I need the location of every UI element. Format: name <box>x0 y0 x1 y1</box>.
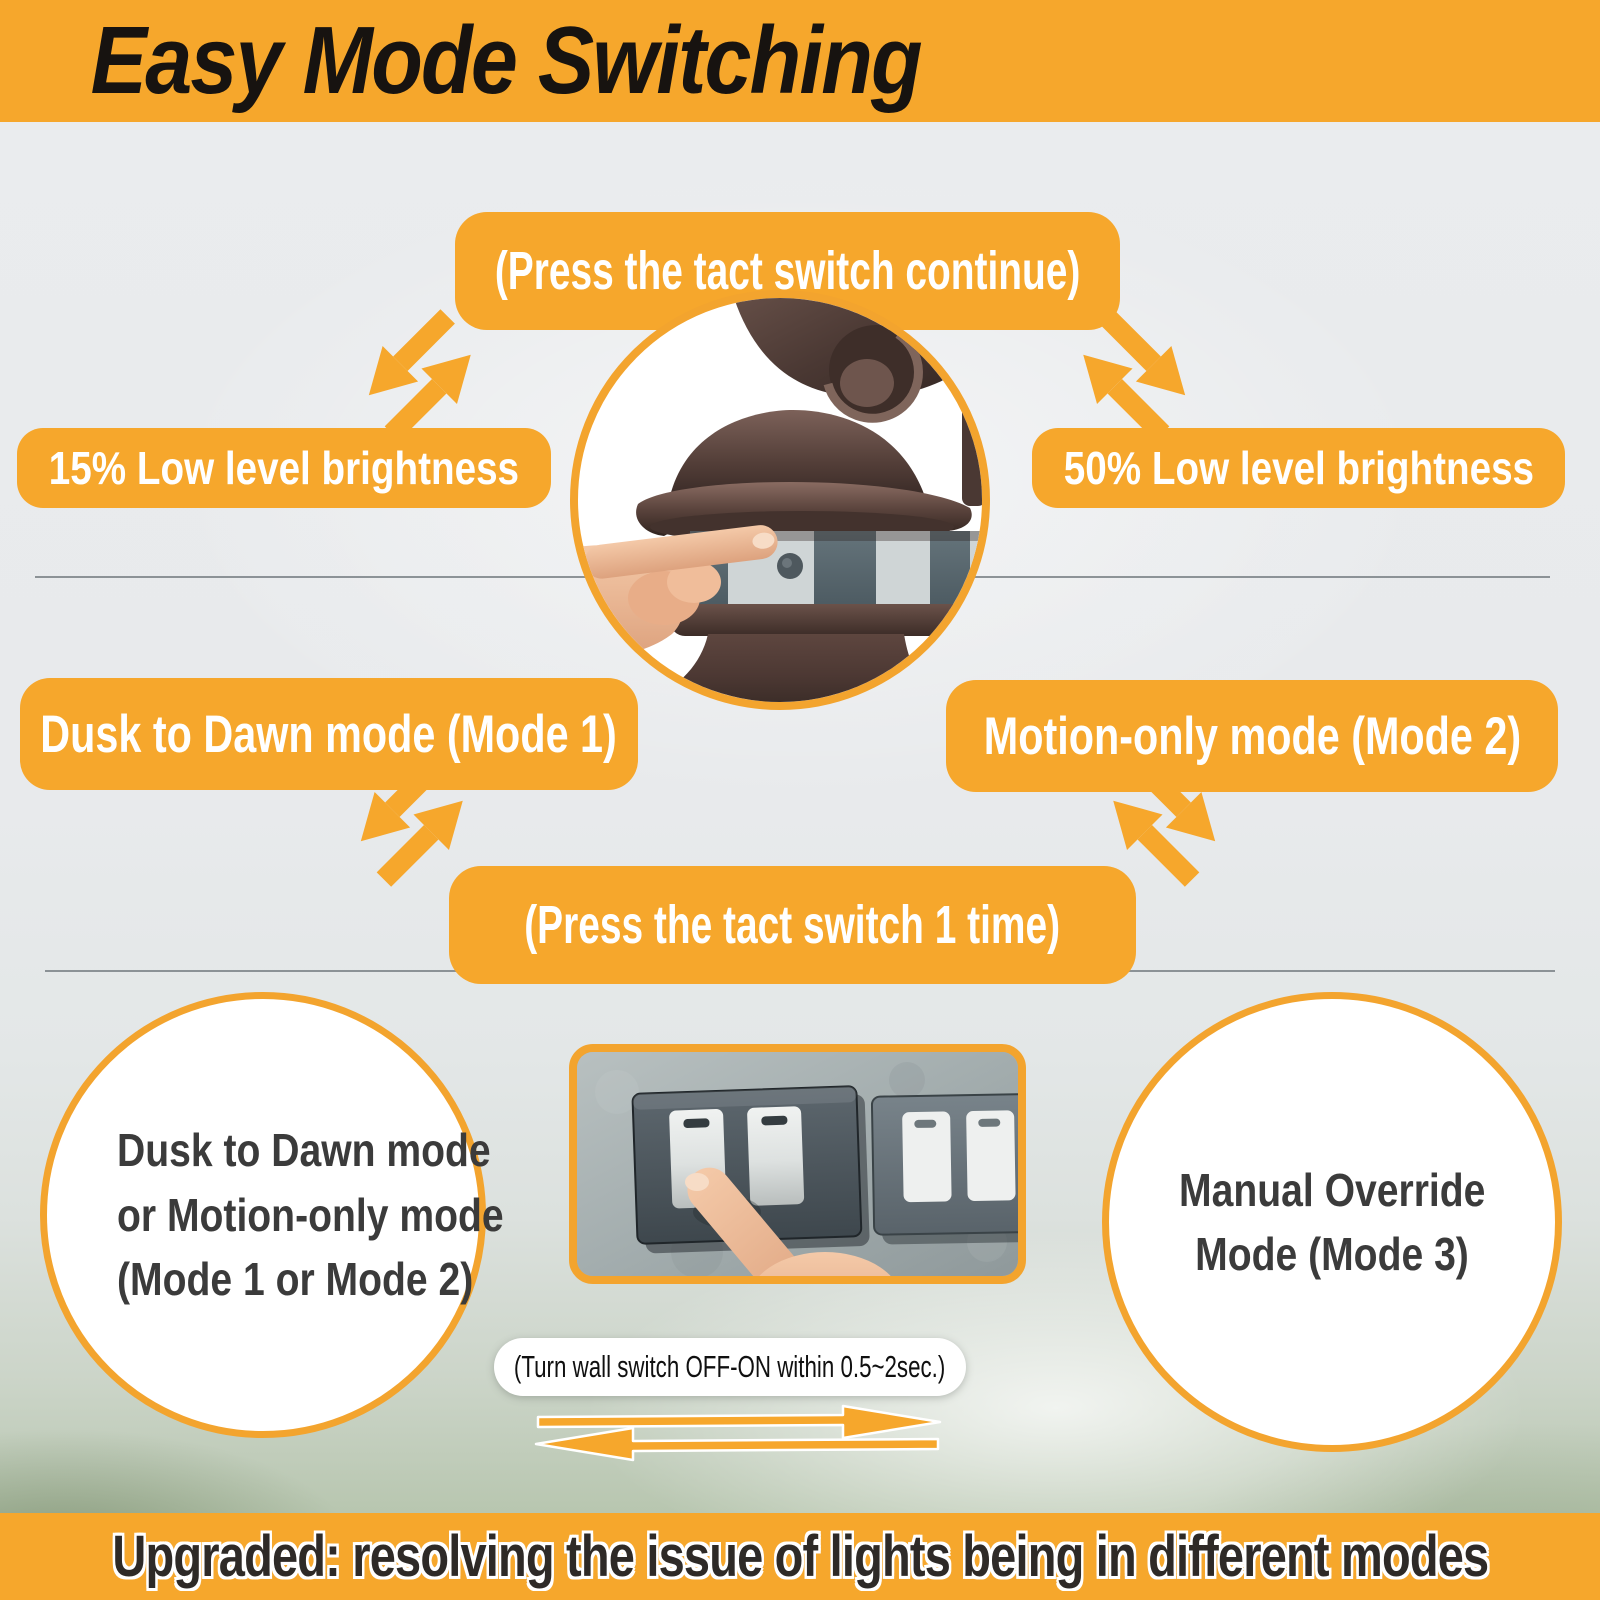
page-title: Easy Mode Switching <box>90 7 923 114</box>
mode2-pill: Motion-only mode (Mode 2) <box>946 680 1558 792</box>
brightness-15-label: 15% Low level brightness <box>48 442 520 494</box>
mode1-pill: Dusk to Dawn mode (Mode 1) <box>20 678 638 790</box>
wall-switch-illustration <box>577 1052 1018 1276</box>
mode3-line2: Mode (Mode 3) <box>1195 1228 1469 1280</box>
press-once-label: (Press the tact switch 1 time) <box>524 895 1061 955</box>
off-on-swap-arrow-icon <box>534 1404 942 1462</box>
mode12-circle: Dusk to Dawn mode or Motion-only mode (M… <box>40 992 504 1438</box>
mode12-line1: Dusk to Dawn mode <box>117 1124 491 1177</box>
brightness-50-pill: 50% Low level brightness <box>1032 428 1565 508</box>
sensor-lantern-photo <box>570 290 990 710</box>
mode2-label: Motion-only mode (Mode 2) <box>983 706 1521 766</box>
lantern-illustration <box>578 298 982 702</box>
header-bar: Easy Mode Switching <box>0 0 1600 122</box>
brightness-15-pill: 15% Low level brightness <box>17 428 551 508</box>
brightness-50-label: 50% Low level brightness <box>1063 442 1534 494</box>
mode12-line3: (Mode 1 or Mode 2) <box>117 1253 474 1306</box>
press-once-pill: (Press the tact switch 1 time) <box>449 866 1136 984</box>
footer-text: Upgraded: resolving the issue of lights … <box>112 1524 1489 1589</box>
wall-switch-caption: (Turn wall switch OFF-ON within 0.5~2sec… <box>514 1349 946 1384</box>
mode3-circle: Manual Override Mode (Mode 3) <box>1102 992 1562 1452</box>
footer-bar: Upgraded: resolving the issue of lights … <box>0 1513 1600 1600</box>
mode1-label: Dusk to Dawn mode (Mode 1) <box>40 704 618 764</box>
mode3-line1: Manual Override <box>1178 1163 1486 1216</box>
wall-switch-caption-pill: (Turn wall switch OFF-ON within 0.5~2sec… <box>494 1338 966 1396</box>
mode12-line2: or Motion-only mode <box>117 1188 504 1241</box>
wall-switch-photo <box>569 1044 1026 1284</box>
